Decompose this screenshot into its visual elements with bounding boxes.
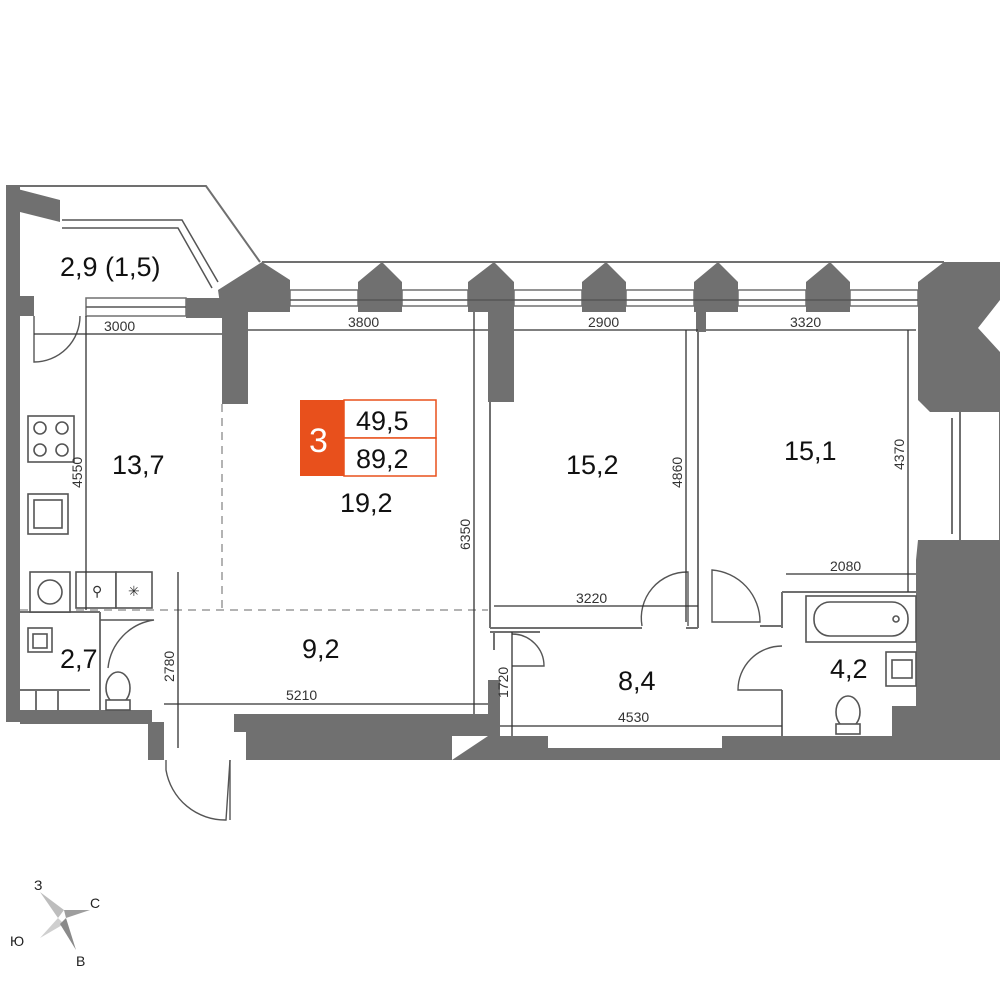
dim-2900: 2900 <box>588 314 619 330</box>
room-area-bath-right: 4,2 <box>830 654 868 684</box>
apartment-badge: 3 49,5 89,2 <box>300 399 437 477</box>
zone-lines <box>20 404 488 611</box>
rooms-count-box <box>300 400 344 476</box>
room-area-bedroom-mid: 15,2 <box>566 450 619 480</box>
doors <box>33 315 783 821</box>
dim-5210: 5210 <box>286 687 317 703</box>
room-area-corridor: 8,4 <box>618 666 656 696</box>
compass-east: В <box>76 953 85 969</box>
room-area-hall: 9,2 <box>302 634 340 664</box>
dim-4530: 4530 <box>618 709 649 725</box>
dim-3220: 3220 <box>576 590 607 606</box>
dim-4550: 4550 <box>69 457 85 488</box>
dim-6350: 6350 <box>457 519 473 550</box>
room-area-bedroom-right: 15,1 <box>784 436 837 466</box>
dim-2080: 2080 <box>830 558 861 574</box>
dim-2780: 2780 <box>161 651 177 682</box>
bedroom-right-door <box>711 569 761 623</box>
compass-north: С <box>90 895 100 911</box>
dim-3000: 3000 <box>104 318 135 334</box>
svg-text:⚲: ⚲ <box>92 583 102 599</box>
rooms-count: 3 <box>309 422 328 460</box>
bath-right-toilet-icon <box>835 695 861 735</box>
compass-south: Ю <box>10 933 24 949</box>
bath-left-toilet-icon <box>105 671 131 711</box>
dim-3800: 3800 <box>348 314 379 330</box>
entrance-door <box>165 759 231 821</box>
fixtures: ⚲ ✳ <box>27 415 917 735</box>
dimension-lines <box>34 312 916 748</box>
dim-4370: 4370 <box>891 439 907 470</box>
compass: З С Ю В <box>10 877 100 969</box>
room-area-balcony: 2,9 (1,5) <box>60 252 161 282</box>
living-area: 49,5 <box>356 406 409 436</box>
dim-3320: 3320 <box>790 314 821 330</box>
bath-left-door <box>100 619 155 669</box>
dim-1720: 1720 <box>495 667 511 698</box>
electric-panel-icon <box>115 571 153 609</box>
room-area-bath-left: 2,7 <box>60 644 98 674</box>
bedroom-mid-door <box>640 571 689 627</box>
stove-icon <box>27 415 75 463</box>
total-area: 89,2 <box>356 444 409 474</box>
storage-door <box>511 633 545 667</box>
balcony-door <box>33 315 81 363</box>
dim-4860: 4860 <box>669 457 685 488</box>
walls <box>6 185 1000 760</box>
room-area-living: 19,2 <box>340 488 393 518</box>
svg-text:✳: ✳ <box>128 583 140 599</box>
room-area-kitchen: 13,7 <box>112 450 165 480</box>
compass-west: З <box>34 877 42 893</box>
windows <box>85 289 919 317</box>
bathtub-icon <box>805 595 917 643</box>
bath-right-door <box>737 645 783 691</box>
